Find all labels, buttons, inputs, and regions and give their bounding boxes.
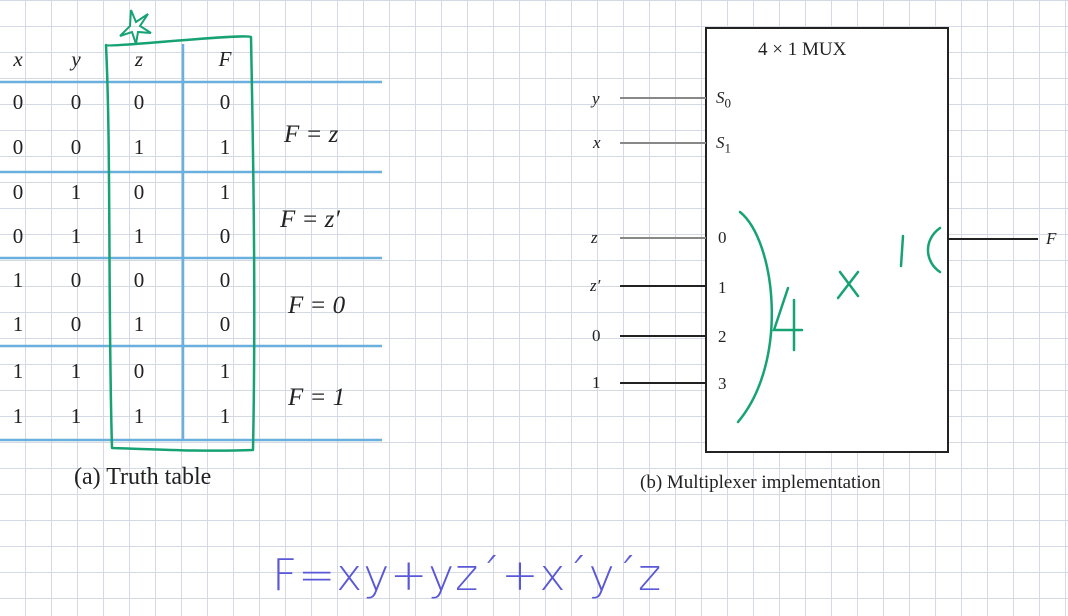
cell: 1 [219,359,231,383]
cell: 1 [70,359,82,383]
cell: 1 [133,404,145,428]
header-y: y [71,47,81,71]
input-signal-z: z [591,228,598,247]
cell: 0 [219,224,231,248]
input-signal-0: 0 [592,326,601,345]
cell: 1 [12,312,24,336]
cell: 0 [12,135,24,159]
port-s0-label: S [716,88,725,107]
cell: 0 [12,180,24,204]
cell: 0 [133,359,145,383]
cell: 1 [12,268,24,292]
cell: 1 [219,404,231,428]
select-signal-y: y [592,89,600,108]
port-3: 3 [718,374,727,393]
mux-title: 4 × 1 MUX [758,39,847,60]
port-0: 0 [718,228,727,247]
handwritten-marks [736,210,942,424]
cell: 0 [133,268,145,292]
output-signal-f: F [1046,229,1057,248]
cell: 0 [12,224,24,248]
port-s0: S0 [716,88,731,111]
cell: 0 [219,268,231,292]
input-signal-z-prime: z′ [590,276,601,295]
port-s1-sub: 1 [724,140,732,156]
select-signal-x: x [593,133,601,152]
handwritten-formula: F=xy+yz´+x´y´z [272,550,663,601]
cell: 1 [133,224,145,248]
cell: 0 [133,180,145,204]
cell: 1 [70,180,82,204]
f-expression: F = z′ [280,206,340,233]
port-2: 2 [718,327,727,346]
cell: 1 [70,404,82,428]
cell: 0 [70,90,82,114]
port-s0-sub: 0 [724,95,732,111]
header-f: F [218,47,232,71]
truth-table-lines [0,44,382,442]
cell: 1 [133,135,145,159]
mux-wiring [620,27,1038,453]
truth-table-caption: (a) Truth table [74,464,212,490]
port-s1: S1 [716,133,731,156]
f-expression: F = 1 [288,384,346,411]
cell: 1 [133,312,145,336]
mux-caption: (b) Multiplexer implementation [640,472,881,493]
cell: 0 [70,312,82,336]
cell: 1 [219,135,231,159]
cell: 0 [219,90,231,114]
cell: 0 [12,90,24,114]
input-signal-1: 1 [592,373,601,392]
f-expression: F = z [284,121,339,148]
port-s1-label: S [716,133,725,152]
cell: 0 [70,268,82,292]
cell: 0 [70,135,82,159]
cell: 1 [219,180,231,204]
header-z: z [134,47,144,71]
cell: 1 [12,359,24,383]
cell: 0 [219,312,231,336]
header-x: x [13,47,23,71]
port-1: 1 [718,278,727,297]
cell: 0 [133,90,145,114]
f-expression: F = 0 [288,292,346,319]
cell: 1 [70,224,82,248]
highlight-annotation [104,9,256,452]
cell: 1 [12,404,24,428]
